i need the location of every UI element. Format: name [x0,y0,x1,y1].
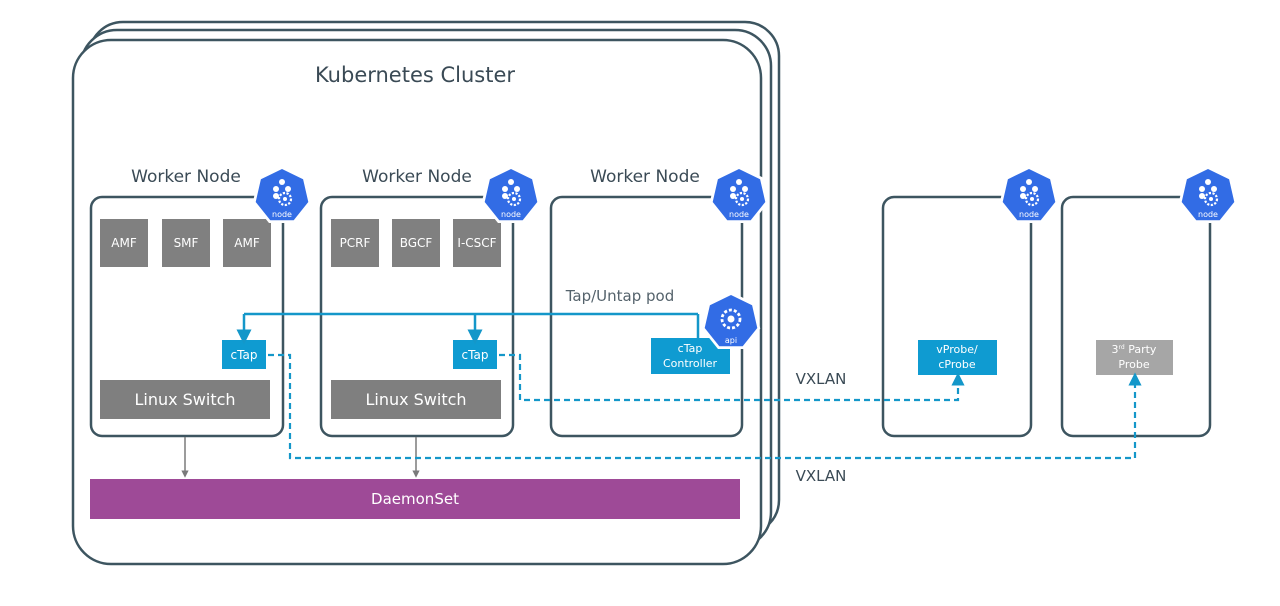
network-function-pcrf [331,219,379,267]
network-function-bgcf [392,219,440,267]
daemonset-links [181,437,420,478]
worker-node-label: Worker Node [131,167,241,187]
third-party-probe-line2: Probe [1118,358,1149,371]
worker-node-1: Worker Node AMF SMF AMF cTap Linux Switc… [89,164,313,438]
ctap-controller-line1: cTap [678,342,703,355]
ctap-controller: cTap Controller api [651,290,762,374]
badge-label: node [272,210,292,219]
network-function-label: AMF [111,236,137,250]
third-party-probe-line1: 3rd Party [1112,343,1157,356]
vxlan-tunnel-to-third-party [268,353,1142,460]
network-function-label: SMF [174,236,199,250]
worker-node-2: Worker Node PCRF BGCF I-CSCF cTap Linux … [319,164,542,438]
badge-label: node [729,210,749,219]
tap-untap-label: Tap/Untap pod [565,287,675,305]
vxlan-tunnel-to-vprobe [499,353,965,402]
network-function-amf [223,219,271,267]
daemonset-label: DaemonSet [371,490,459,508]
worker-node-label: Worker Node [362,167,472,187]
network-function-amf [100,219,148,267]
ctap-label: cTap [231,348,258,362]
badge-label: node [1019,210,1039,219]
daemonset-bar [90,479,740,519]
kubernetes-api-icon: api [700,290,762,351]
ctap-label: cTap [462,348,489,362]
linux-switch-label: Linux Switch [134,390,235,409]
ctap-controller-line2: Controller [663,357,718,370]
network-function-label: AMF [234,236,260,250]
linux-switch-label: Linux Switch [365,390,466,409]
badge-label: node [501,210,521,219]
api-badge-label: api [725,336,737,345]
ctap-pod [222,340,266,369]
network-function-label: PCRF [340,236,371,250]
badge-label: node [1198,210,1218,219]
external-node-box [1060,195,1212,438]
third-party-probe-box [1096,340,1173,375]
vprobe-box [918,340,997,375]
vxlan-tunnels: VXLAN VXLAN [268,353,1142,485]
vxlan-label-upper: VXLAN [796,370,847,388]
kubernetes-node-icon: node [251,164,313,225]
network-function-i-cscf [453,219,501,267]
vprobe-line2: cProbe [938,358,975,371]
kubernetes-node-icon: node [480,164,542,225]
network-function-smf [162,219,210,267]
kubernetes-node-icon: node [998,164,1060,225]
external-node-vprobe: vProbe/ cProbe node [881,164,1060,438]
external-node-third-party: 3rd Party Probe node [1060,164,1239,438]
cluster-title: Kubernetes Cluster [315,63,515,87]
worker-node-label: Worker Node [590,167,700,187]
tap-untap-links: Tap/Untap pod [236,287,700,345]
kubernetes-node-icon: node [1177,164,1239,225]
network-function-label: BGCF [400,236,433,250]
network-function-label: I-CSCF [457,236,496,250]
linux-switch [100,380,270,419]
worker-node-3: Worker Node node [549,164,770,438]
linux-switch [331,380,501,419]
external-node-box [881,195,1033,438]
vprobe-line1: vProbe/ [936,343,978,356]
kubernetes-node-icon: node [708,164,770,225]
vxlan-label-lower: VXLAN [796,467,847,485]
ctap-pod [453,340,497,369]
